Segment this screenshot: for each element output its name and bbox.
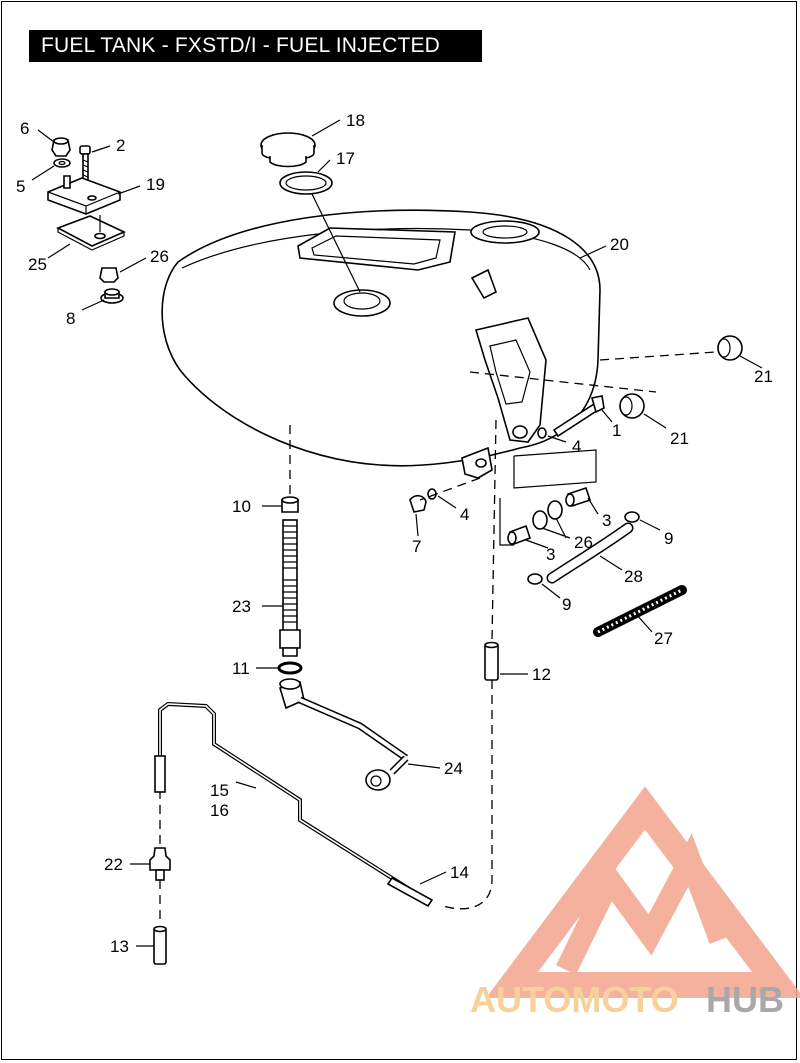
callout-13: 13: [110, 937, 129, 956]
dash-tank-to-tube-12: [491, 419, 497, 641]
watermark-logo: AUTOMOTO HUB: [470, 786, 800, 1020]
dash-tank-to-rear-cap: [599, 351, 717, 361]
fitting-22: [149, 847, 171, 881]
dash-tab-to-nut: [419, 477, 481, 501]
bracket-19: [47, 175, 121, 215]
tube-13: [153, 925, 167, 965]
callout-27: 27: [654, 629, 673, 648]
spacer-3-upper: [565, 486, 592, 508]
tube-14: [386, 876, 434, 908]
callout-6: 6: [20, 119, 29, 138]
fuel-line-24: [279, 678, 409, 791]
grommet-26-pair: [532, 500, 563, 530]
callout-11: 11: [232, 659, 250, 678]
dash-bracket-to-cap: [469, 371, 657, 393]
callout-23: 23: [232, 597, 251, 616]
tube-12: [484, 641, 499, 681]
bolt-1: [552, 395, 605, 438]
vent-line-15-16: [154, 701, 432, 904]
callout-19: 19: [146, 175, 165, 194]
cap-nut-21-lower: [619, 393, 645, 419]
callout-20: 20: [610, 235, 629, 254]
watermark-brand-text: AUTOMOTO: [470, 979, 679, 1020]
callout-26-lower: 26: [574, 533, 593, 552]
callout-21-lower: 21: [670, 429, 689, 448]
callout-14: 14: [450, 863, 469, 882]
fuel-tank-body: [161, 209, 601, 479]
callout-12: 12: [532, 665, 551, 684]
callout-17: 17: [336, 149, 355, 168]
callout-1: 1: [612, 421, 621, 440]
callout-22: 22: [104, 855, 123, 874]
o-ring-11: [277, 661, 303, 675]
cap-gasket: [279, 171, 333, 195]
callout-2: 2: [116, 136, 125, 155]
acorn-nut-6: [51, 137, 71, 157]
cap-nut-21-rear: [717, 335, 743, 361]
callout-8: 8: [66, 309, 75, 328]
acorn-nut-7: [409, 494, 427, 513]
callout-18: 18: [346, 111, 365, 130]
callout-4-lower: 4: [460, 505, 469, 524]
diagram-title: FUEL TANK - FXSTD/I - FUEL INJECTED: [29, 30, 482, 62]
watermark-brand-suffix: HUB: [706, 979, 784, 1020]
spacer-3-lower: [507, 524, 532, 546]
callout-24: 24: [444, 759, 463, 778]
washer-5: [53, 158, 71, 168]
callout-21-rear: 21: [754, 367, 773, 386]
callout-3-lower: 3: [546, 545, 555, 564]
callout-26-top: 26: [150, 247, 169, 266]
callout-15: 15: [210, 781, 229, 800]
callout-5: 5: [16, 177, 25, 196]
spring-27: [593, 585, 687, 637]
callout-9-lower: 9: [562, 595, 571, 614]
callout-leaders: [31, 119, 763, 947]
callout-25: 25: [28, 255, 47, 274]
callout-3-upper: 3: [602, 511, 611, 530]
nut-26-top: [99, 267, 119, 283]
callout-7: 7: [412, 537, 421, 556]
hardware-group-box-left: [499, 498, 514, 546]
hardware-group-box: [513, 449, 597, 489]
callout-16: 16: [210, 801, 229, 820]
callout-10: 10: [232, 497, 251, 516]
clamp-9-upper: [624, 511, 640, 523]
cap-to-tank-line: [311, 193, 361, 293]
pad-25: [56, 215, 126, 251]
grommet-8: [100, 288, 124, 304]
plug-10: [281, 496, 299, 513]
strainer-23: [279, 519, 301, 657]
callout-labels: 6 2 5 19 25 26 8 18 17 20 21 21 1 4 4 7 …: [16, 111, 773, 956]
washer-4-upper: [537, 427, 547, 439]
clamp-9-lower: [527, 573, 543, 585]
callout-4-upper: 4: [572, 437, 581, 456]
callout-28: 28: [624, 567, 643, 586]
callout-9-upper: 9: [664, 529, 673, 548]
dash-tube-12-route: [439, 680, 493, 910]
hose-28: [546, 522, 634, 584]
filler-cap: [260, 132, 316, 168]
